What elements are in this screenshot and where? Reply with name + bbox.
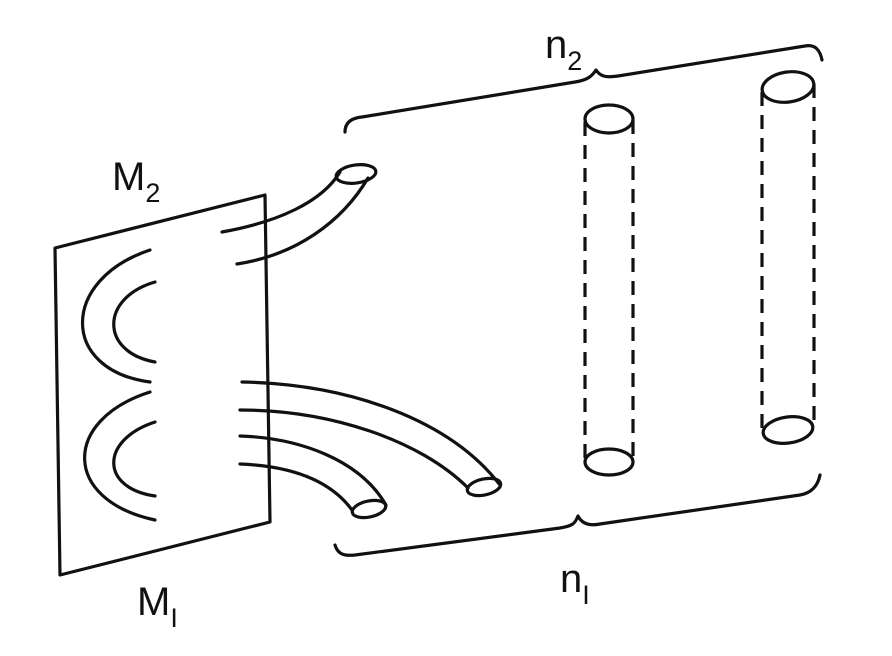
- upper-tube: [220, 163, 378, 266]
- dashed-cylinder-right: [760, 70, 816, 445]
- label-n1: nI: [560, 557, 590, 610]
- bottom-brace: [333, 473, 822, 557]
- surface-panel: [53, 193, 272, 577]
- label-n2: n2: [545, 23, 582, 76]
- label-m1: MI: [137, 580, 178, 633]
- dashed-cylinder-left: [583, 103, 635, 477]
- top-brace: [343, 44, 824, 134]
- lower-handle-arcs: [83, 390, 157, 522]
- short-lower-tube: [238, 434, 388, 520]
- label-m2: M2: [112, 155, 160, 208]
- long-lower-tube: [238, 380, 503, 498]
- upper-handle-arcs: [81, 248, 157, 384]
